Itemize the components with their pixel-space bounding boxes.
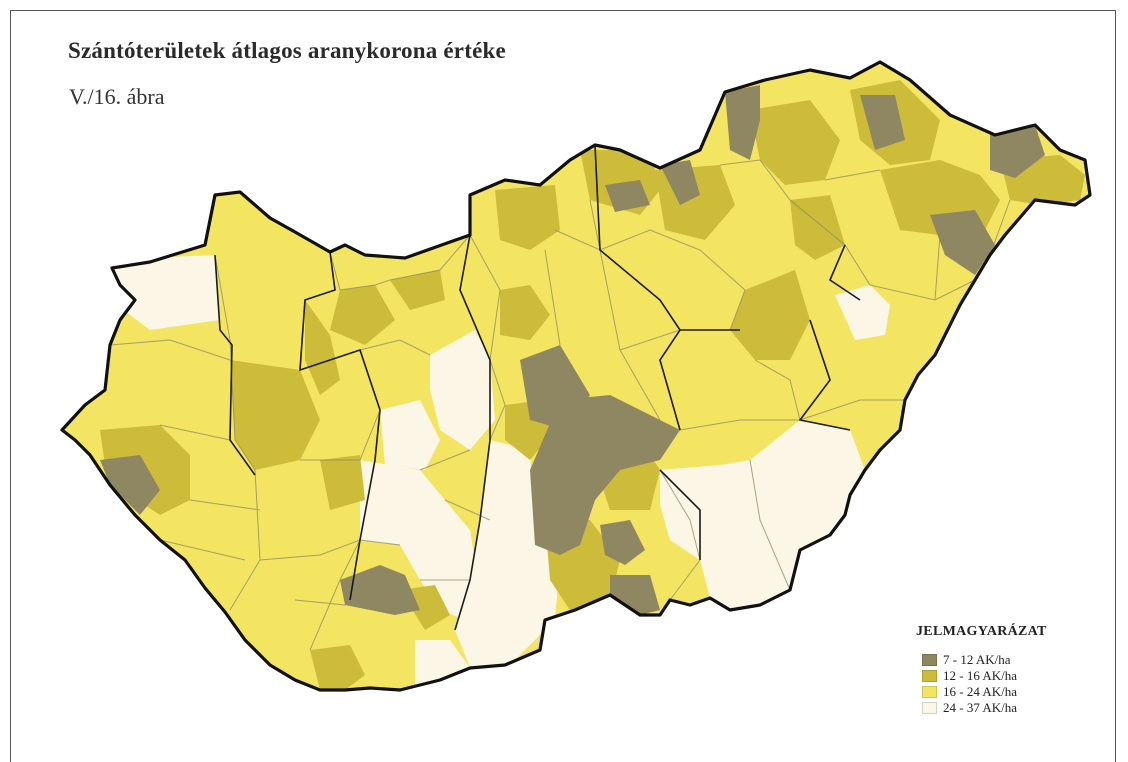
region-bodrogkoz bbox=[990, 125, 1045, 178]
region-kiskunsag bbox=[380, 400, 440, 470]
county-boundaries bbox=[214, 144, 861, 631]
county-line bbox=[214, 254, 256, 476]
region-salgotarjan bbox=[605, 180, 650, 212]
region-orseg bbox=[100, 455, 160, 515]
map-title: Szántóterületek átlagos aranykorona érté… bbox=[68, 38, 506, 63]
regions-24-37 bbox=[100, 255, 890, 685]
legend-label: 7 - 12 AK/ha bbox=[943, 652, 1011, 667]
county-line bbox=[349, 409, 381, 601]
region-csongrad-south bbox=[610, 575, 660, 615]
figure-number: V./16. ábra bbox=[69, 84, 165, 109]
legend-swatch bbox=[922, 654, 937, 666]
legend-label: 16 - 24 AK/ha bbox=[943, 684, 1018, 699]
region-gyor bbox=[390, 270, 445, 310]
region-nyiregyhaza-south bbox=[835, 285, 890, 340]
map-frame bbox=[10, 10, 1116, 762]
legend: JELMAGYARÁZAT 7 - 12 AK/ha 12 - 16 AK/ha… bbox=[908, 624, 1047, 716]
legend-swatch bbox=[922, 702, 937, 714]
region-kiskunfelegyhaza bbox=[530, 395, 680, 555]
boundary-line bbox=[544, 199, 661, 421]
legend-title: JELMAGYARÁZAT bbox=[916, 624, 1047, 639]
region-mako bbox=[600, 520, 645, 565]
legend-swatch bbox=[922, 686, 937, 698]
region-beregi bbox=[930, 210, 995, 275]
region-zemplen bbox=[860, 95, 905, 150]
region-zala-north bbox=[230, 360, 320, 470]
boundary-line bbox=[109, 339, 261, 561]
legend-item-24-37: 24 - 37 AK/ha bbox=[922, 700, 1047, 716]
county-line bbox=[299, 251, 381, 411]
boundary-line bbox=[329, 234, 471, 291]
legend-item-16-24: 16 - 24 AK/ha bbox=[922, 684, 1047, 700]
region-miskolc bbox=[750, 100, 840, 185]
region-veszprem bbox=[330, 285, 395, 345]
boundary-line bbox=[359, 449, 491, 581]
county-line bbox=[829, 244, 861, 301]
region-tolna bbox=[320, 455, 365, 510]
county-line bbox=[659, 329, 740, 431]
region-nograd bbox=[495, 185, 560, 250]
region-ozd bbox=[660, 160, 700, 205]
county-line bbox=[459, 234, 491, 440]
boundary-line bbox=[554, 229, 746, 331]
county-line bbox=[659, 469, 701, 560]
region-danube-south bbox=[455, 440, 560, 668]
legend-label: 24 - 37 AK/ha bbox=[943, 700, 1018, 715]
county-line bbox=[798, 319, 851, 431]
county-line bbox=[594, 144, 681, 331]
boundary-line bbox=[214, 254, 261, 611]
regions-7-12 bbox=[100, 85, 1045, 615]
boundary-line bbox=[659, 459, 791, 601]
region-pest-island bbox=[500, 285, 550, 340]
boundary-line bbox=[824, 169, 1011, 301]
region-cserhat bbox=[725, 85, 760, 160]
region-budapest-south bbox=[430, 330, 495, 450]
region-baranya bbox=[310, 645, 365, 690]
region-szolnok bbox=[730, 270, 810, 360]
legend-item-7-12: 7 - 12 AK/ha bbox=[922, 652, 1047, 668]
legend-item-12-16: 12 - 16 AK/ha bbox=[922, 668, 1047, 684]
county-line bbox=[454, 439, 491, 631]
region-mecsek bbox=[340, 565, 420, 615]
region-bekes bbox=[660, 420, 865, 610]
legend-label: 12 - 16 AK/ha bbox=[943, 668, 1018, 683]
legend-swatch bbox=[922, 670, 937, 682]
region-west-border bbox=[100, 255, 220, 330]
region-komarom bbox=[305, 300, 340, 395]
region-szeged-area bbox=[415, 640, 470, 685]
